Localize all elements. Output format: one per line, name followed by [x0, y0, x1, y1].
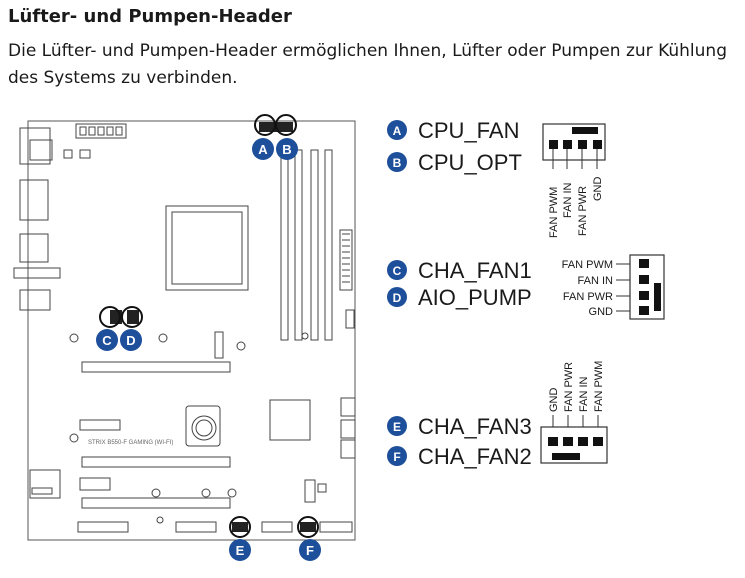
label-aio-pump: AIO_PUMP	[418, 285, 532, 310]
legend-letter-a: A	[393, 124, 402, 138]
pin-labels-top: FAN PWM FAN IN FAN PWR GND	[548, 177, 604, 239]
motherboard-outline	[13, 120, 356, 541]
legend-letter-b: B	[393, 156, 402, 170]
legend-cha3-cha2: E CHA_FAN3 F CHA_FAN2	[387, 414, 532, 469]
pin-top-1: FAN PWM	[548, 187, 560, 238]
pin-mid-4: GND	[589, 306, 614, 318]
pin-mid-3: FAN PWR	[563, 291, 613, 303]
label-cha-fan2: CHA_FAN2	[418, 444, 532, 469]
board-model-label: STRIX B550-F GAMING (WI-FI)	[88, 440, 173, 446]
pin-top-3: FAN PWR	[577, 186, 589, 236]
label-cpu-opt: CPU_OPT	[418, 150, 522, 175]
pin-bot-2: FAN PWR	[563, 362, 575, 412]
board-markers: A B C D E F	[96, 138, 321, 561]
legend-letter-f: F	[393, 450, 400, 464]
pin-bot-3: FAN IN	[578, 376, 590, 412]
pin-labels-bottom: GND FAN PWR FAN IN FAN PWM	[548, 361, 605, 412]
pin-top-2: FAN IN	[562, 182, 574, 218]
pin-bot-1: GND	[548, 388, 560, 413]
marker-e: E	[236, 543, 245, 558]
marker-f: F	[306, 543, 314, 558]
connector-bottom	[540, 415, 608, 464]
legend-letter-e: E	[393, 420, 401, 434]
marker-d: D	[126, 333, 135, 348]
pin-bot-4: FAN PWM	[593, 361, 605, 412]
pin-mid-1: FAN PWM	[562, 259, 613, 271]
pin-mid-2: FAN IN	[578, 275, 614, 287]
label-cpu-fan: CPU_FAN	[418, 118, 519, 143]
label-cha-fan1: CHA_FAN1	[418, 258, 532, 283]
section-description: Die Lüfter- und Pumpen-Header ermögliche…	[8, 41, 727, 88]
pin-labels-middle: FAN PWM FAN IN FAN PWR GND	[562, 259, 613, 318]
connector-middle	[616, 254, 665, 320]
legend-cha1-aio: C CHA_FAN1 D AIO_PUMP	[387, 258, 532, 310]
label-cha-fan3: CHA_FAN3	[418, 414, 532, 439]
legend-cpu: A CPU_FAN B CPU_OPT	[387, 118, 522, 175]
marker-a: A	[258, 142, 268, 157]
marker-b: B	[282, 142, 291, 157]
pin-top-4: GND	[592, 177, 604, 202]
connector-top	[542, 123, 606, 169]
legend-letter-d: D	[393, 291, 402, 305]
section-title: Lüfter- und Pumpen-Header	[8, 6, 292, 27]
marker-c: C	[102, 333, 112, 348]
legend-letter-c: C	[393, 264, 402, 278]
board-fan-headers	[99, 114, 319, 538]
